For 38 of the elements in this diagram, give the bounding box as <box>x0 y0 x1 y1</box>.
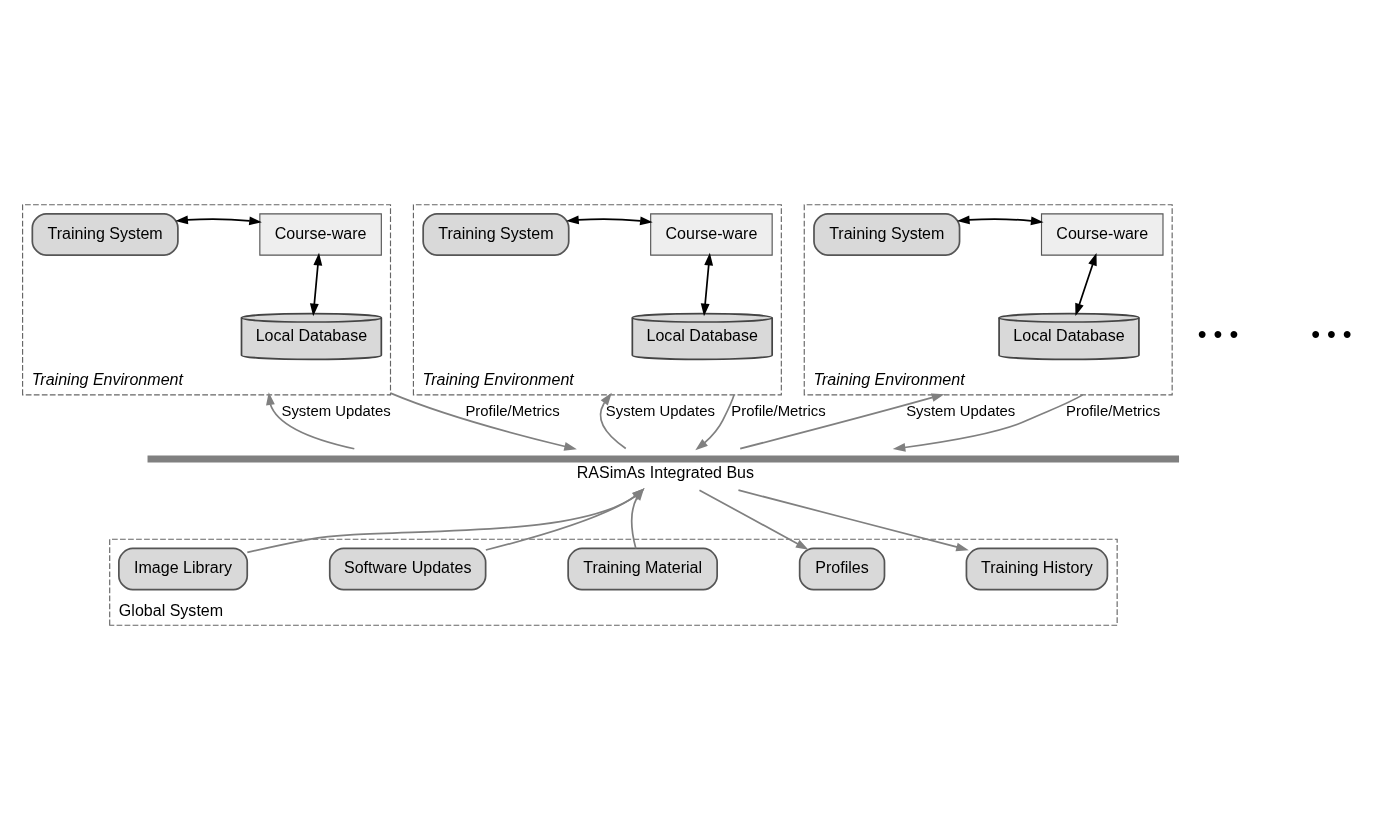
arrow <box>389 392 577 451</box>
node-box: Software Updates <box>328 547 487 591</box>
label: • • • <box>1197 319 1239 348</box>
label: • • • <box>1311 319 1352 348</box>
node-box: Course-ware <box>1040 213 1164 256</box>
node-box: Course-ware <box>650 213 773 256</box>
arrow <box>737 489 969 552</box>
arrow <box>266 392 356 450</box>
edge-label: System Updates <box>906 402 1016 419</box>
node-box: Training Material <box>567 547 718 591</box>
node-label: RASimAs Integrated Bus <box>576 462 755 481</box>
edge-label: System Updates <box>281 402 391 419</box>
node-box: Training History <box>965 547 1109 591</box>
arrow <box>485 488 645 551</box>
node-box: Training System <box>31 213 179 257</box>
node-box: Training System <box>813 213 961 257</box>
arrow <box>892 394 1084 452</box>
node-box: Course-ware <box>259 213 382 256</box>
arrow <box>175 215 262 226</box>
arrow <box>309 252 323 317</box>
arrow <box>698 489 809 550</box>
node-box: Profiles <box>798 547 886 591</box>
edge-label: System Updates <box>605 402 715 419</box>
arrow <box>957 215 1044 226</box>
node-box: Training System <box>422 213 570 257</box>
arrow <box>246 488 645 554</box>
node-box: Image Library <box>118 547 249 591</box>
arrow <box>599 392 627 450</box>
arrow <box>630 487 645 550</box>
edge-label: Profile/Metrics <box>731 402 826 419</box>
arrow <box>566 215 653 226</box>
node-box <box>147 455 1180 463</box>
arrow <box>695 394 735 451</box>
edge-label: Profile/Metrics <box>465 402 560 419</box>
arrow <box>739 393 945 450</box>
arrow <box>1075 252 1097 317</box>
edge-label: Profile/Metrics <box>1066 402 1161 419</box>
arrow <box>700 252 714 317</box>
